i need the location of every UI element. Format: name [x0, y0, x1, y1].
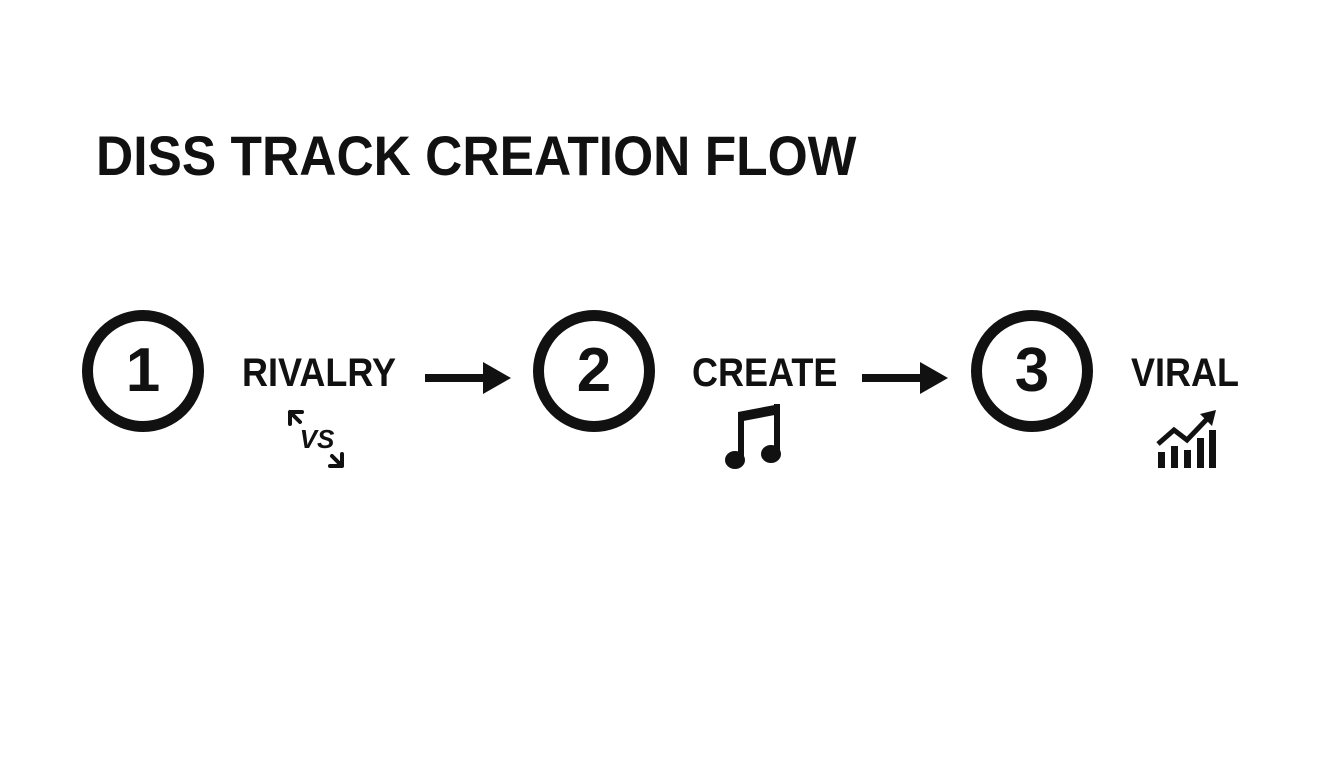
step-2-number: 2	[576, 336, 612, 405]
step-1-label: RIVALRY	[242, 351, 397, 395]
flow-arrow-1	[425, 362, 511, 394]
step-3-number: 3	[1014, 336, 1050, 405]
flow-arrow-2	[862, 362, 948, 394]
diagram-title: DISS TRACK CREATION FLOW	[96, 124, 857, 187]
step-2-label: CREATE	[692, 351, 838, 395]
step-1-number: 1	[125, 336, 161, 405]
step-3-label: VIRAL	[1131, 351, 1239, 395]
trending-chart-icon	[1156, 410, 1216, 468]
music-note-icon	[725, 404, 781, 469]
step-3-circle: 3	[971, 310, 1093, 432]
step-2-circle: 2	[533, 310, 655, 432]
step-1-circle: 1	[82, 310, 204, 432]
versus-icon: VS	[288, 410, 344, 468]
versus-icon-text: VS	[300, 424, 335, 454]
